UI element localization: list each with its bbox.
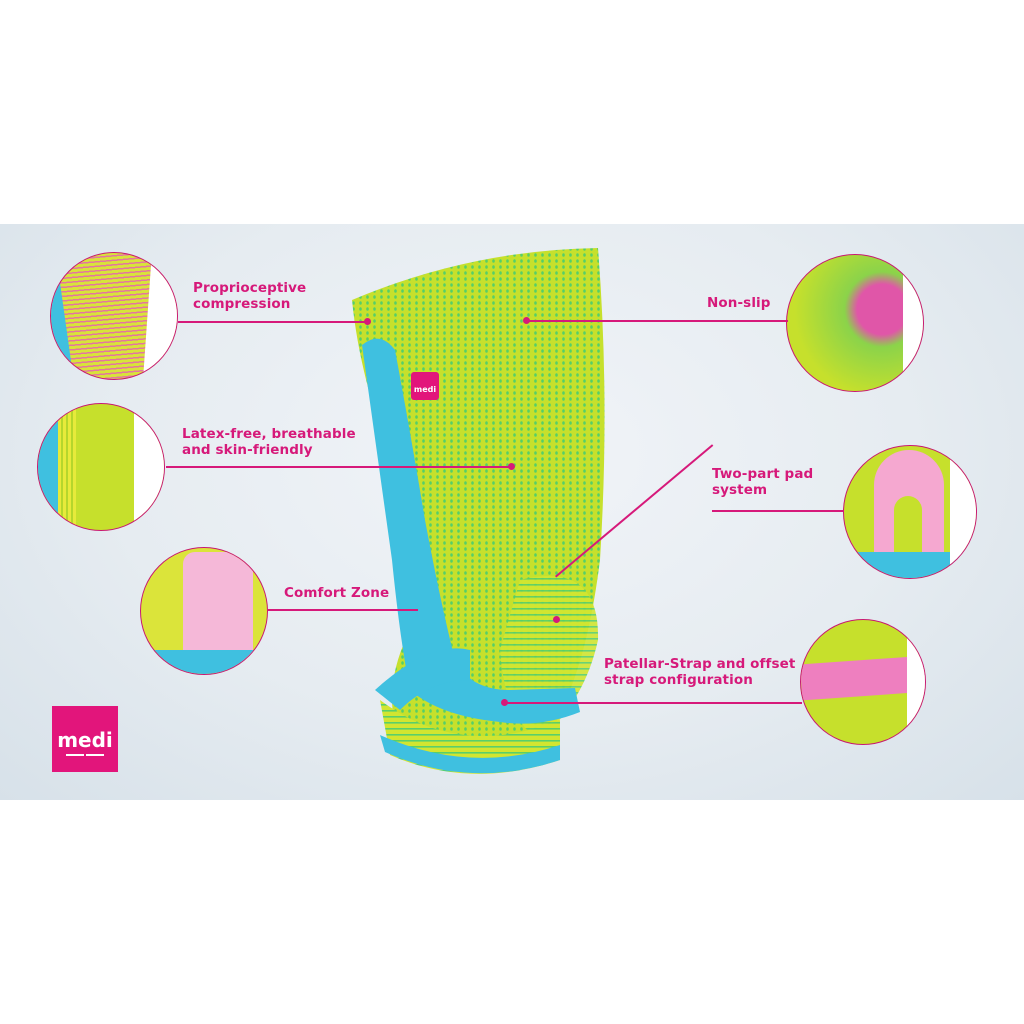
label-line: Latex-free, breathable: [182, 426, 356, 442]
label-line: Comfort Zone: [284, 585, 390, 601]
label-line: Patellar-Strap and offset: [604, 656, 796, 672]
leader-line: [166, 466, 510, 468]
svg-text:medi: medi: [414, 385, 436, 394]
leader-line: [504, 702, 802, 704]
leader-dot: [553, 616, 560, 623]
leader-line: [526, 320, 788, 322]
feature-label-comfort-zone: Comfort Zone: [284, 585, 389, 601]
medi-logo: medi: [52, 706, 118, 772]
label-line: Proprioceptive: [193, 280, 307, 296]
label-line: and skin-friendly: [182, 442, 313, 458]
leader-dot: [508, 463, 515, 470]
detail-proprioceptive-compression: [50, 252, 178, 380]
feature-label-patellar-strap: Patellar-Strap and offset strap configur…: [604, 656, 795, 688]
label-line: compression: [193, 296, 291, 312]
feature-label-two-part-pad: Two-part pad system: [712, 466, 813, 498]
label-line: system: [712, 482, 768, 498]
leader-line: [268, 609, 418, 611]
logo-text: medi: [57, 728, 113, 752]
leader-dot: [501, 699, 508, 706]
detail-comfort-zone: [140, 547, 268, 675]
label-line: Two-part pad: [712, 466, 814, 482]
detail-patellar-strap: [800, 619, 926, 745]
product-feature-infographic: medi Proprioceptive compression Latex-fr…: [0, 224, 1024, 800]
leader-dot: [523, 317, 530, 324]
detail-two-part-pad: [843, 445, 977, 579]
leader-line: [178, 321, 368, 323]
feature-label-proprioceptive-compression: Proprioceptive compression: [193, 280, 306, 312]
detail-non-slip: [786, 254, 924, 392]
feature-label-latex-free: Latex-free, breathable and skin-friendly: [182, 426, 356, 458]
leader-line: [712, 510, 844, 512]
detail-latex-free: [37, 403, 165, 531]
label-line: Non-slip: [707, 295, 771, 311]
feature-label-non-slip: Non-slip: [707, 295, 771, 311]
knee-brace-illustration: medi: [352, 248, 605, 774]
label-line: strap configuration: [604, 672, 753, 688]
leader-dot: [364, 318, 371, 325]
